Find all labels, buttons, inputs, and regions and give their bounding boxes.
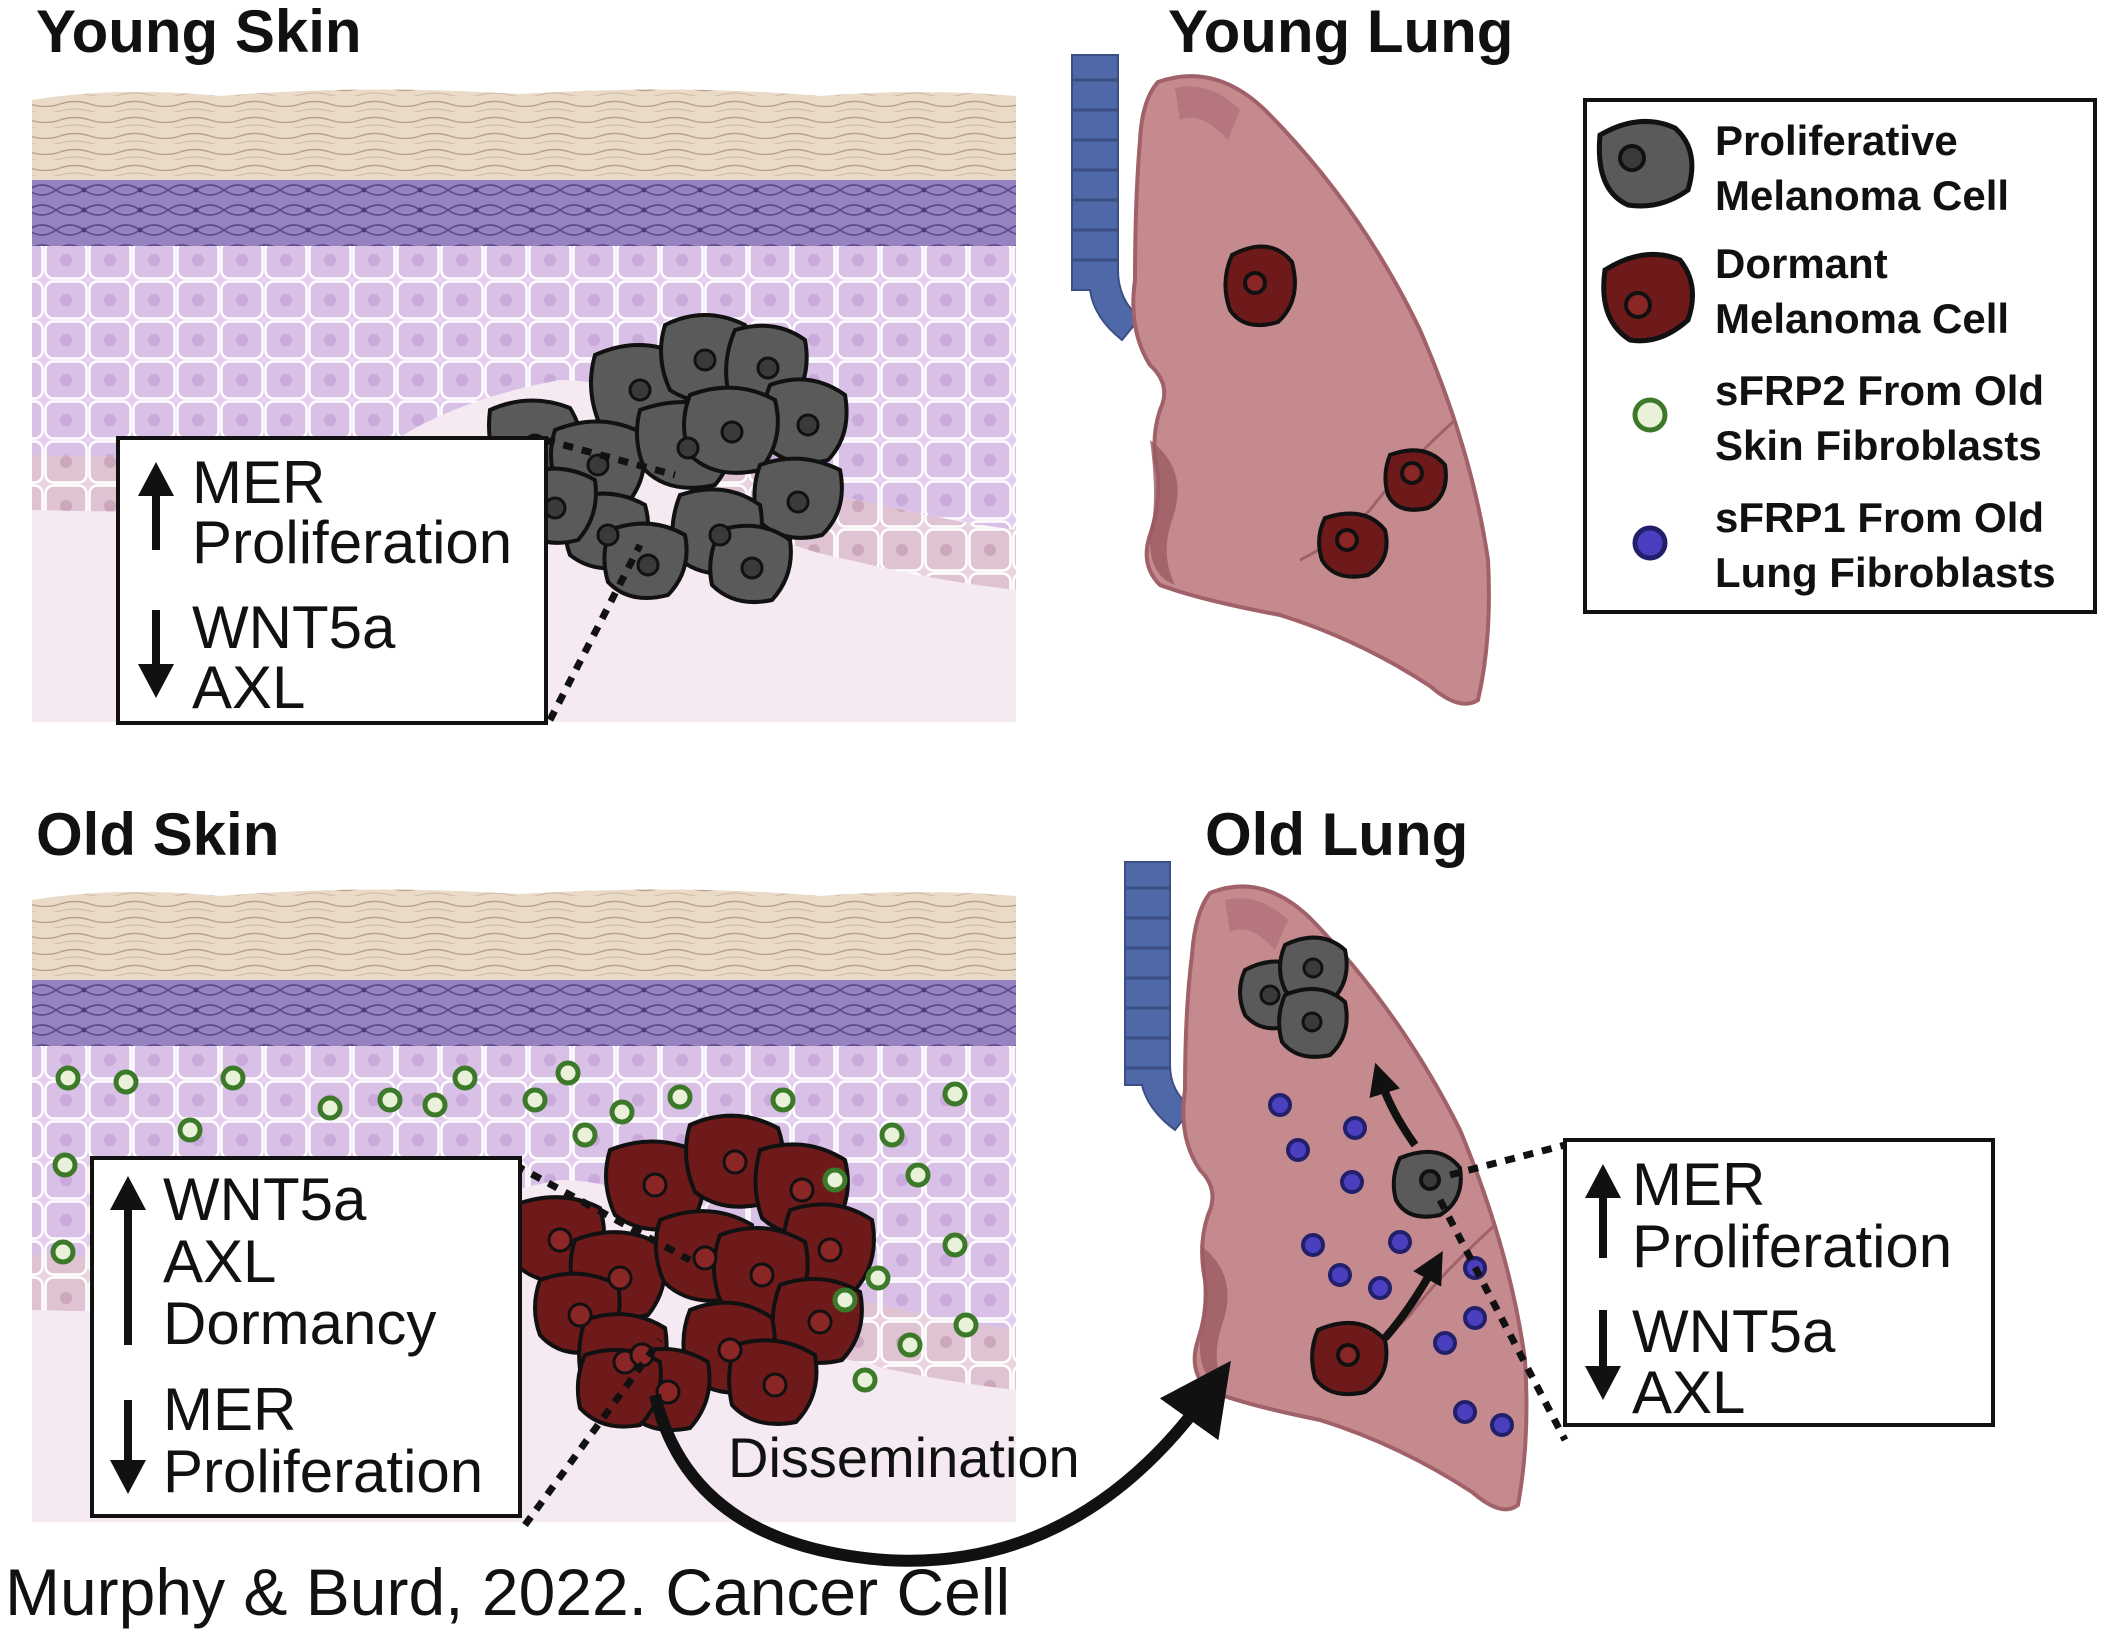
old-skin-down-1: MER — [163, 1376, 296, 1443]
young-lung — [1071, 54, 1491, 706]
legend-sfrp2-icon — [1632, 397, 1668, 433]
sfrp1-dots-old-lung — [1268, 1093, 1514, 1437]
dissemination-label: Dissemination — [728, 1426, 1080, 1489]
old-lung-curved-arrow-up — [1369, 1062, 1419, 1148]
legend-sfrp1-icon — [1632, 525, 1668, 561]
young-lung-trachea — [1071, 54, 1142, 342]
old-lung-transitioning-cell — [1391, 1150, 1463, 1219]
young-skin-down-2: AXL — [192, 654, 305, 721]
legend-dormant-icon — [1601, 251, 1695, 344]
old-lung-down-1: WNT5a — [1632, 1298, 1836, 1365]
old-skin-up-2: AXL — [163, 1228, 276, 1295]
legend-sfrp1-line1: sFRP1 From Old — [1715, 494, 2044, 541]
title-young-skin: Young Skin — [36, 0, 362, 65]
young-skin-callout-box: MER Proliferation WNT5a AXL — [116, 436, 548, 725]
legend-proliferative-line2: Melanoma Cell — [1715, 172, 2009, 219]
old-skin-down-2: Proliferation — [163, 1438, 483, 1505]
citation: Murphy & Burd, 2022. Cancer Cell — [5, 1555, 1010, 1629]
old-lung-callout-box: MER Proliferation WNT5a AXL — [1563, 1138, 1995, 1427]
old-lung-down-2: AXL — [1632, 1359, 1745, 1426]
legend-sfrp2-line2: Skin Fibroblasts — [1715, 422, 2042, 469]
young-lung-lobe — [1131, 74, 1491, 706]
old-lung-curved-arrow-right — [1382, 1251, 1443, 1341]
legend-sfrp1-line2: Lung Fibroblasts — [1715, 549, 2056, 596]
old-skin-callout-box: WNT5a AXL Dormancy MER Proliferation — [90, 1156, 522, 1518]
title-young-lung: Young Lung — [1168, 0, 1513, 65]
title-old-skin: Old Skin — [36, 801, 279, 868]
young-skin-tumor — [487, 313, 849, 605]
title-old-lung: Old Lung — [1205, 801, 1468, 868]
callout-dotted-lines — [513, 436, 1569, 1528]
old-lung-up-2: Proliferation — [1632, 1213, 1952, 1280]
sfrp2-dots-old-skin — [50, 1060, 979, 1393]
legend-dormant-line1: Dormant — [1715, 240, 1888, 287]
old-lung-up-1: MER — [1632, 1151, 1765, 1218]
old-lung-trachea — [1124, 861, 1194, 1132]
legend-proliferative-icon — [1596, 118, 1695, 209]
legend-dormant-line2: Melanoma Cell — [1715, 295, 2009, 342]
legend-sfrp2-line1: sFRP2 From Old — [1715, 367, 2044, 414]
old-skin-up-3: Dormancy — [163, 1290, 436, 1357]
young-skin-up-1: MER — [192, 449, 325, 516]
legend: Proliferative Melanoma Cell Dormant Mela… — [1583, 98, 2097, 614]
old-skin-up-1: WNT5a — [163, 1166, 367, 1233]
young-skin-down-1: WNT5a — [192, 594, 396, 661]
old-lung-proliferative-cluster — [1238, 935, 1349, 1059]
old-lung-dormant-cell — [1310, 1321, 1389, 1397]
young-lung-dormant-cells — [1223, 244, 1448, 579]
legend-proliferative-line1: Proliferative — [1715, 117, 1958, 164]
dissemination-arrow — [649, 1360, 1231, 1567]
young-skin-up-2: Proliferation — [192, 509, 512, 576]
